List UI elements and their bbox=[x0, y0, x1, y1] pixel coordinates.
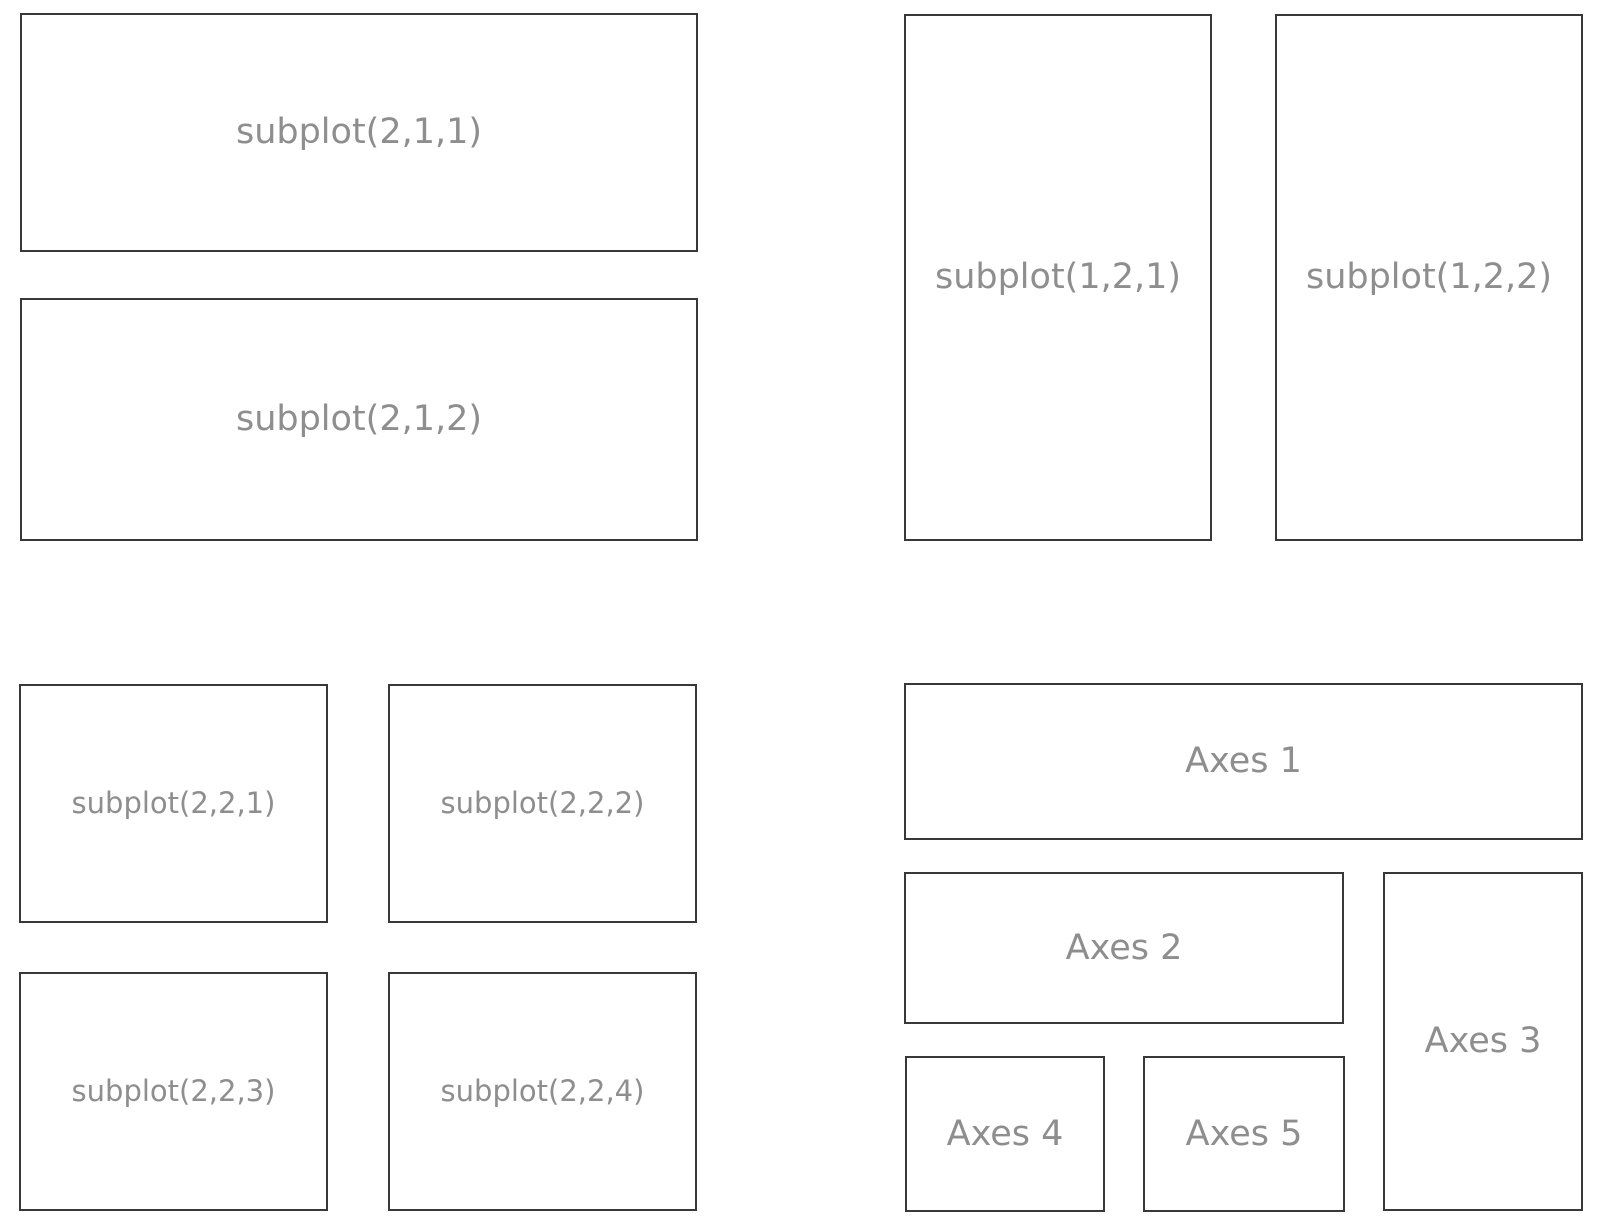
axes-box-label-subplot-1-2-2: subplot(1,2,2) bbox=[1305, 257, 1553, 297]
axes-box-subplot-2-2-3: subplot(2,2,3) bbox=[19, 972, 328, 1211]
axes-box-subplot-2-2-2: subplot(2,2,2) bbox=[388, 684, 697, 923]
axes-box-label-axes-5: Axes 5 bbox=[1185, 1113, 1303, 1154]
axes-box-label-axes-1: Axes 1 bbox=[1185, 741, 1302, 781]
axes-box-subplot-2-2-4: subplot(2,2,4) bbox=[388, 972, 697, 1211]
axes-box-subplot-1-2-1: subplot(1,2,1) bbox=[904, 14, 1212, 541]
axes-box-label-subplot-2-1-2: subplot(2,1,2) bbox=[235, 399, 483, 439]
axes-box-label-axes-3: Axes 3 bbox=[1424, 1021, 1542, 1061]
axes-box-label-subplot-2-2-2: subplot(2,2,2) bbox=[440, 786, 645, 820]
axes-box-label-subplot-2-1-1: subplot(2,1,1) bbox=[235, 112, 483, 152]
axes-box-subplot-2-1-1: subplot(2,1,1) bbox=[20, 13, 698, 252]
axes-box-axes-5: Axes 5 bbox=[1143, 1056, 1345, 1212]
axes-box-label-subplot-2-2-1: subplot(2,2,1) bbox=[71, 786, 276, 820]
axes-box-axes-4: Axes 4 bbox=[905, 1056, 1105, 1212]
axes-box-label-axes-2: Axes 2 bbox=[1065, 927, 1183, 968]
axes-box-axes-2: Axes 2 bbox=[904, 872, 1344, 1024]
axes-box-subplot-2-2-1: subplot(2,2,1) bbox=[19, 684, 328, 923]
axes-box-label-subplot-2-2-4: subplot(2,2,4) bbox=[440, 1074, 645, 1108]
axes-box-label-subplot-2-2-3: subplot(2,2,3) bbox=[71, 1074, 276, 1108]
axes-box-axes-1: Axes 1 bbox=[904, 683, 1583, 840]
axes-box-label-subplot-1-2-1: subplot(1,2,1) bbox=[934, 257, 1182, 297]
axes-box-label-axes-4: Axes 4 bbox=[946, 1113, 1064, 1154]
axes-box-axes-3: Axes 3 bbox=[1383, 872, 1583, 1211]
axes-box-subplot-1-2-2: subplot(1,2,2) bbox=[1275, 14, 1583, 541]
axes-box-subplot-2-1-2: subplot(2,1,2) bbox=[20, 298, 698, 541]
